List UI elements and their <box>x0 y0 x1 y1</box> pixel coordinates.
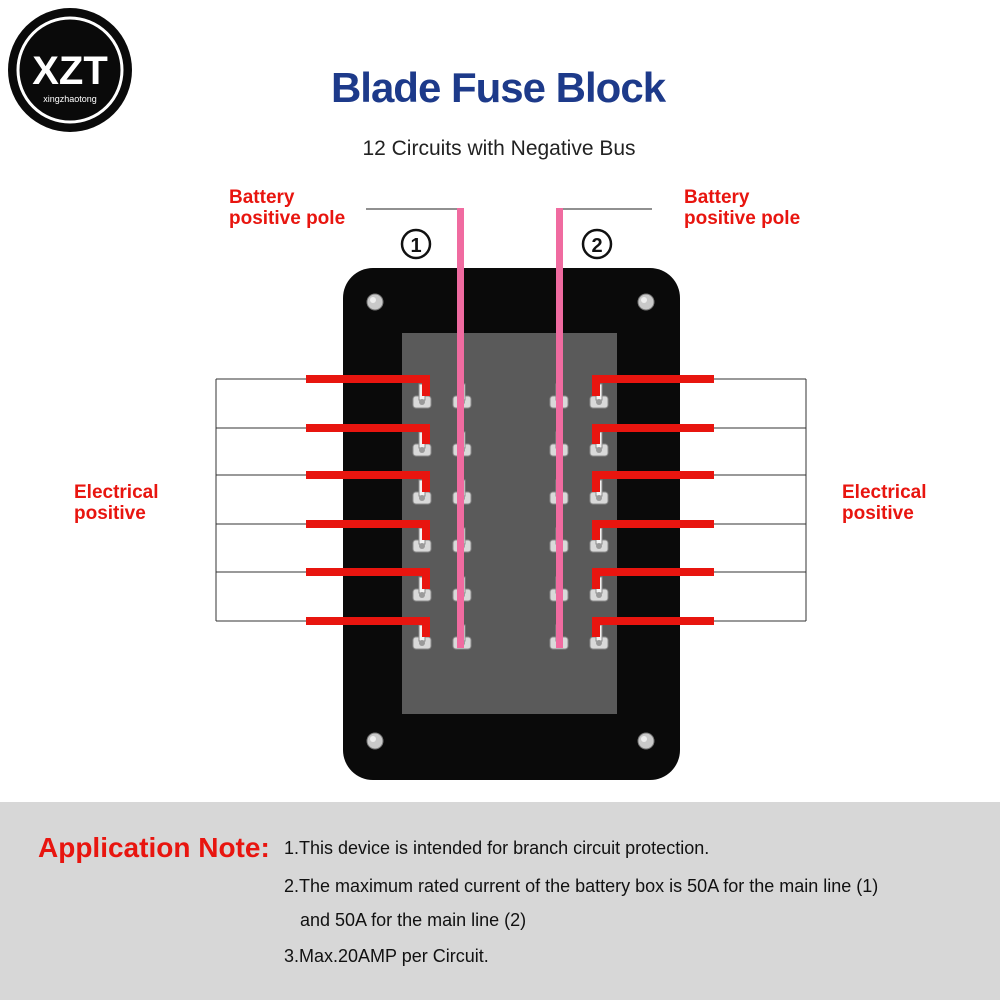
red-wire-right <box>592 471 714 492</box>
logo-subtitle: xingzhaotong <box>43 94 97 104</box>
terminal-hole <box>419 495 425 501</box>
terminal-hole <box>419 543 425 549</box>
red-wire-right <box>592 375 714 396</box>
note-line-1: 1.This device is intended for branch cir… <box>284 838 710 858</box>
terminal-hole <box>419 592 425 598</box>
note-line-2-continued: and 50A for the main line (2) <box>300 910 527 930</box>
electrical-left-label-line2: positive <box>74 503 146 524</box>
electrical-right-label-line1: Electrical <box>842 482 927 503</box>
terminal-hole <box>596 543 602 549</box>
electrical-left-label-line1: Electrical <box>74 482 159 503</box>
battery-right-label-line1: Battery <box>684 187 750 208</box>
screw-icon <box>637 293 655 311</box>
screw-icon <box>637 732 655 750</box>
circle-1-label: 1 <box>410 235 421 257</box>
terminal-hole <box>596 399 602 405</box>
circle-2-label: 2 <box>591 235 602 257</box>
red-wire-left <box>306 424 430 444</box>
red-wire-right <box>592 617 714 637</box>
electrical-right-label-line2: positive <box>842 503 914 524</box>
terminal-hole <box>596 640 602 646</box>
xzt-logo: XZT xingzhaotong <box>8 8 132 132</box>
circle-number-2: 2 <box>581 228 613 260</box>
terminal-hole <box>596 495 602 501</box>
battery-right-label-line2: positive pole <box>684 208 800 229</box>
bus-line-2 <box>556 208 563 648</box>
terminal-hole <box>419 640 425 646</box>
circle-number-1: 1 <box>400 228 432 260</box>
application-note-heading: Application Note: <box>38 832 270 863</box>
red-wire-right <box>592 568 714 589</box>
terminal-hole <box>419 399 425 405</box>
battery-left-label-line1: Battery <box>229 187 295 208</box>
bus-line-1 <box>457 208 464 648</box>
red-wire-right <box>592 520 714 540</box>
logo-brand: XZT <box>32 49 108 93</box>
red-wire-left <box>306 520 430 540</box>
terminal-hole <box>419 447 425 453</box>
page-title: Blade Fuse Block <box>331 64 667 111</box>
red-wire-left <box>306 617 430 637</box>
application-note-panel <box>0 802 1000 1000</box>
red-wire-group <box>306 375 714 637</box>
terminal-hole <box>596 592 602 598</box>
red-wire-right <box>592 424 714 444</box>
battery-left-label-line2: positive pole <box>229 208 345 229</box>
screw-icon <box>366 732 384 750</box>
note-line-3: 3.Max.20AMP per Circuit. <box>284 946 489 966</box>
page-subtitle: 12 Circuits with Negative Bus <box>362 137 635 160</box>
wire-bracket-lines <box>215 378 807 622</box>
red-wire-left <box>306 471 430 492</box>
fuse-block-panel <box>402 333 617 714</box>
terminal-hole <box>596 447 602 453</box>
red-wire-left <box>306 375 430 396</box>
red-wire-left <box>306 568 430 589</box>
screw-icon <box>366 293 384 311</box>
note-line-2: 2.The maximum rated current of the batte… <box>284 876 879 896</box>
